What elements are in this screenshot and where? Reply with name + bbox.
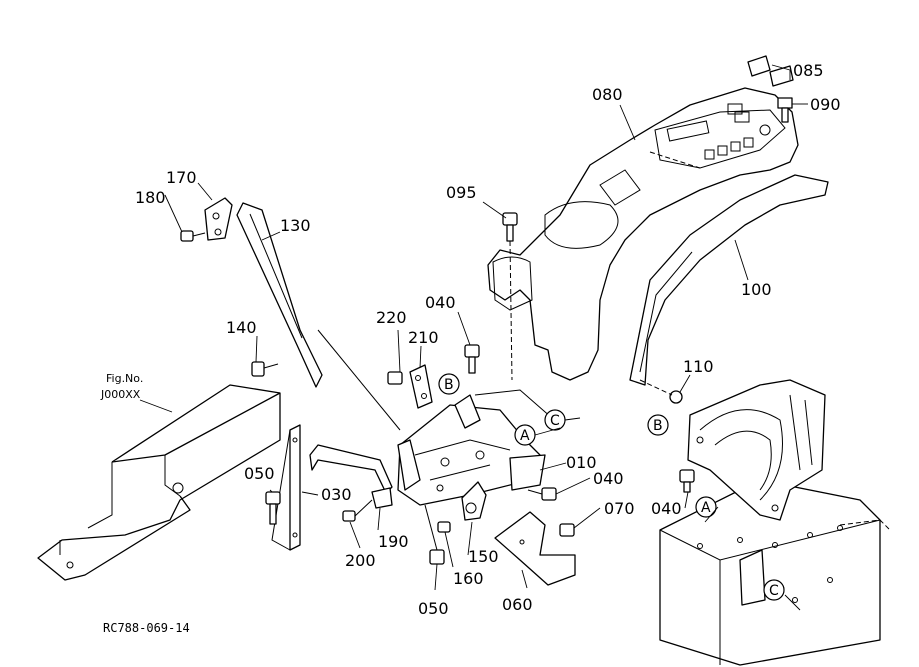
leader-lines [139,64,808,591]
callout-190: 190 [378,532,409,551]
callout-040-top: 040 [425,293,456,312]
svg-text:B: B [444,377,454,393]
callout-010: 010 [566,453,597,472]
fig-reference: Fig.No. J000XX [100,372,143,401]
side-panel-100 [629,174,829,386]
callout-210: 210 [408,328,439,347]
chassis-frame [659,479,891,666]
callout-200: 200 [345,551,376,570]
console-panel-080 [487,87,799,381]
ref-letter-b-right: B [647,414,669,436]
callout-095: 095 [446,183,477,202]
callout-070: 070 [604,499,635,518]
transmission-housing [687,379,826,521]
bolt-050-center [424,504,445,565]
callout-060: 060 [502,595,533,614]
callout-090: 090 [810,95,841,114]
linkage-rod [309,329,401,494]
lever-130 [236,202,323,388]
callout-labels: 085 090 080 095 100 110 130 140 170 180 … [135,61,841,618]
drawing-code: RC788-069-14 [103,621,190,635]
svg-text:A: A [520,428,530,444]
bolt-160 [437,521,451,533]
callout-085: 085 [793,61,824,80]
svg-text:Fig.No.: Fig.No. [106,372,143,385]
base-frame [37,384,281,581]
callout-150: 150 [468,547,499,566]
bolt-110 [639,379,683,404]
bolt-095 [502,212,518,381]
ref-letter-c-right: C [763,579,785,601]
bracket-060 [494,511,576,586]
callout-180: 180 [135,188,166,207]
bolt-040-mid [527,487,557,501]
bolt-070 [559,523,575,537]
callout-040-right: 040 [651,499,682,518]
bracket-assembly-010 [397,389,561,506]
bracket-030 [271,424,301,551]
callout-050-left: 050 [244,464,275,483]
callout-140: 140 [226,318,257,337]
ref-letter-c: C [544,409,566,431]
svg-text:A: A [701,500,711,516]
bolt-220 [387,371,403,385]
plate-210 [409,364,433,409]
callout-170: 170 [166,168,197,187]
ref-letter-b: B [438,373,460,395]
ref-letter-a: A [514,424,536,446]
bolt-200 [342,499,373,522]
svg-text:B: B [653,418,663,434]
bolt-040-right [679,469,695,493]
svg-text:J000XX: J000XX [100,388,141,401]
callout-100: 100 [741,280,772,299]
svg-text:C: C [550,413,560,429]
ref-letter-a-right: A [695,496,717,518]
svg-text:C: C [769,583,779,599]
bolt-180 [180,230,206,242]
callout-130: 130 [280,216,311,235]
clip-190 [371,487,393,509]
bolt-040-top [464,344,480,374]
plate-170 [204,197,233,241]
bolt-050-left [265,491,281,525]
bolt-140 [251,361,279,377]
knob-085 [747,55,794,87]
callout-220: 220 [376,308,407,327]
callout-160: 160 [453,569,484,588]
callout-050-center: 050 [418,599,449,618]
callout-030: 030 [321,485,352,504]
cover-150 [461,481,487,521]
bolt-090 [777,97,793,123]
callout-080: 080 [592,85,623,104]
callout-040-mid: 040 [593,469,624,488]
callout-110: 110 [683,357,714,376]
